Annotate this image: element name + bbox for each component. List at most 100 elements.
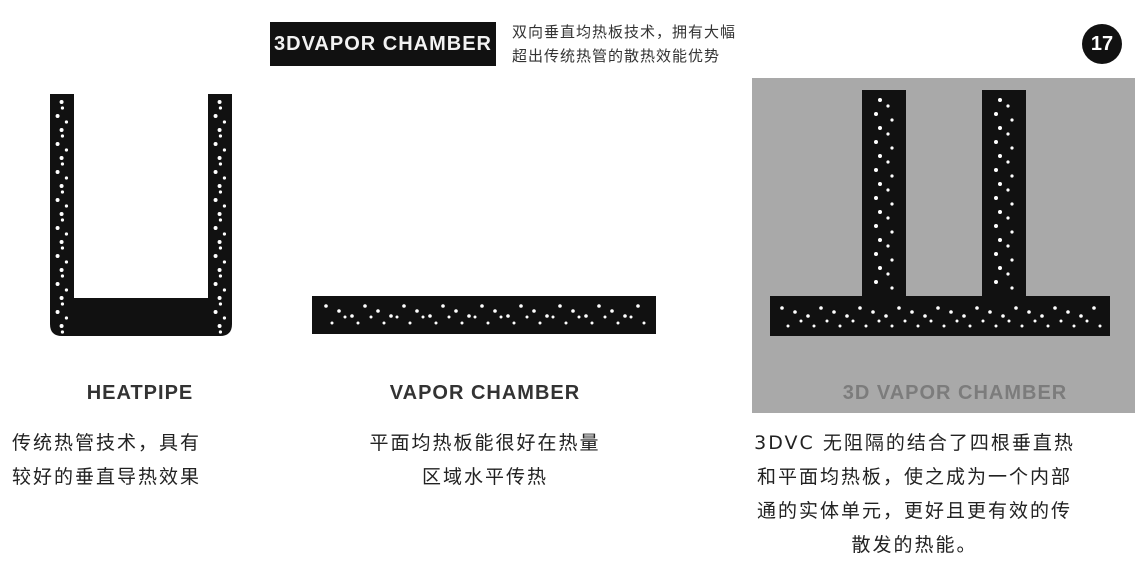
dot-mark xyxy=(55,170,60,174)
dot-mark xyxy=(60,218,65,222)
dot-mark xyxy=(512,321,516,325)
dot-mark xyxy=(213,142,218,146)
3dvc-desc-line-4: 散发的热能。 xyxy=(851,534,978,556)
dot-mark xyxy=(1006,216,1010,220)
dot-mark xyxy=(584,314,588,318)
dot-mark xyxy=(910,310,914,314)
subtitle: 双向垂直均热板技术，拥有大幅 超出传统热管的散热效能优势 xyxy=(512,20,892,68)
dot-mark xyxy=(60,134,65,138)
dot-mark xyxy=(217,296,222,300)
dot-mark xyxy=(616,321,620,325)
dot-mark xyxy=(1006,272,1010,276)
dot-mark xyxy=(571,309,575,313)
dot-mark xyxy=(975,306,979,310)
dot-mark xyxy=(942,324,946,328)
dot-mark xyxy=(949,310,953,314)
dot-mark xyxy=(1027,310,1031,314)
dot-mark xyxy=(60,330,65,334)
subtitle-line-1: 双向垂直均热板技术，拥有大幅 xyxy=(512,23,737,41)
dot-mark xyxy=(217,156,222,160)
dot-mark xyxy=(60,162,65,166)
dot-mark xyxy=(538,321,542,325)
dot-mark xyxy=(222,316,227,320)
dot-mark xyxy=(480,304,484,308)
dot-mark xyxy=(217,184,222,188)
dot-mark xyxy=(213,254,218,258)
dot-mark xyxy=(421,315,425,319)
dot-mark xyxy=(603,315,607,319)
dot-mark xyxy=(551,315,555,319)
dot-mark xyxy=(897,306,901,310)
dot-mark xyxy=(525,315,529,319)
dot-mark xyxy=(780,306,784,310)
dot-mark xyxy=(59,268,64,272)
dot-mark xyxy=(382,321,386,325)
dot-mark xyxy=(222,260,227,264)
dot-mark xyxy=(988,310,992,314)
dot-mark xyxy=(878,98,882,102)
dot-mark xyxy=(217,240,222,244)
dot-mark xyxy=(1079,314,1083,318)
dot-mark xyxy=(994,252,998,256)
dot-mark xyxy=(998,154,1002,158)
dot-mark xyxy=(874,168,878,172)
dot-mark xyxy=(832,310,836,314)
dot-mark xyxy=(1006,244,1010,248)
dot-mark xyxy=(1040,314,1044,318)
dot-mark xyxy=(923,314,927,318)
dot-mark xyxy=(59,100,64,104)
dot-mark xyxy=(623,314,627,318)
dot-mark xyxy=(1098,324,1102,328)
dot-mark xyxy=(994,324,998,328)
dot-mark xyxy=(886,216,890,220)
dot-mark xyxy=(376,309,380,313)
dot-mark xyxy=(962,314,966,318)
dot-mark xyxy=(851,319,855,323)
dot-mark xyxy=(222,232,227,236)
dot-mark xyxy=(59,184,64,188)
dot-mark xyxy=(64,288,69,292)
dot-mark xyxy=(434,321,438,325)
3d-vapor-chamber-label: 3D VAPOR CHAMBER xyxy=(842,382,1068,404)
dot-mark xyxy=(890,118,894,122)
dot-mark xyxy=(886,244,890,248)
dot-mark xyxy=(1033,319,1037,323)
dot-mark xyxy=(890,202,894,206)
dot-mark xyxy=(642,321,646,325)
dot-mark xyxy=(64,316,69,320)
dot-mark xyxy=(1014,306,1018,310)
dot-mark xyxy=(59,296,64,300)
dot-mark xyxy=(447,315,451,319)
dot-mark xyxy=(845,314,849,318)
dot-mark xyxy=(330,321,334,325)
heatpipe-label: HEATPIPE xyxy=(86,382,194,404)
dot-mark xyxy=(936,306,940,310)
dot-mark xyxy=(825,319,829,323)
dot-mark xyxy=(64,176,69,180)
dot-mark xyxy=(998,126,1002,130)
dot-mark xyxy=(799,319,803,323)
dot-mark xyxy=(408,321,412,325)
dot-mark xyxy=(217,212,222,216)
dot-mark xyxy=(218,330,223,334)
dot-mark xyxy=(55,226,60,230)
dot-mark xyxy=(213,310,218,314)
dot-mark xyxy=(55,254,60,258)
dot-mark xyxy=(1010,174,1014,178)
dot-mark xyxy=(473,315,477,319)
dot-mark xyxy=(467,314,471,318)
dot-mark xyxy=(878,238,882,242)
dot-mark xyxy=(890,258,894,262)
dot-mark xyxy=(60,106,65,110)
dot-mark xyxy=(55,282,60,286)
vapor-chamber-description: 平面均热板能很好在热量 区域水平传热 xyxy=(310,426,660,494)
dot-mark xyxy=(363,304,367,308)
dot-mark xyxy=(1001,314,1005,318)
dot-mark xyxy=(337,309,341,313)
dot-mark xyxy=(890,324,894,328)
dot-mark xyxy=(441,304,445,308)
dot-mark xyxy=(955,319,959,323)
dot-mark xyxy=(886,188,890,192)
dot-mark xyxy=(864,324,868,328)
dot-mark xyxy=(590,321,594,325)
